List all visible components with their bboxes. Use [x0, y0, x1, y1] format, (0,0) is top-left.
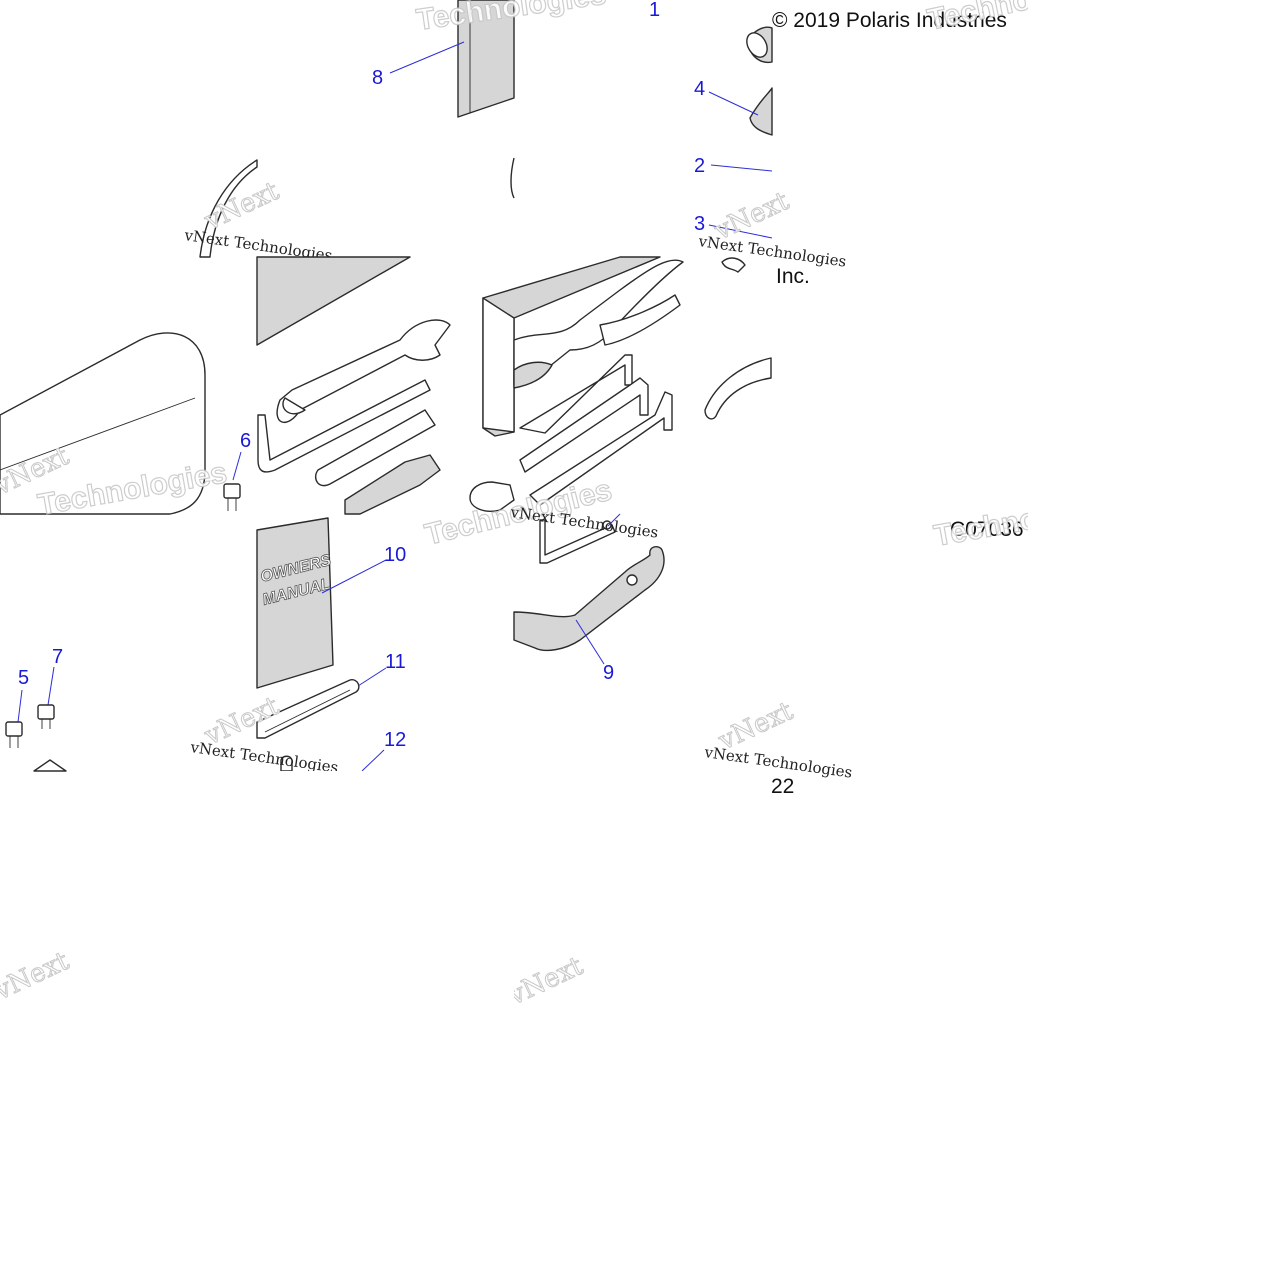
part-9-spanner [513, 546, 665, 652]
part-hex-wrench-l [257, 379, 431, 473]
callout-4: 4 [694, 78, 705, 100]
part-spark-plug-socket [314, 409, 441, 515]
callout-5: 5 [18, 667, 29, 689]
part-5-fuse [5, 721, 23, 748]
tile-mid-right: Inc. [704, 257, 810, 420]
page-fragment: 22 [771, 775, 794, 798]
part-3-spanner-hook [704, 357, 772, 420]
callout-9: 9 [603, 662, 614, 684]
figure-code: C07036 [950, 518, 1024, 541]
callout-11: 11 [385, 651, 406, 673]
callout-6: 6 [240, 430, 251, 452]
tile-center-right: Technologies [421, 256, 684, 552]
tile-mid-left: 6 vNext Technologies [0, 332, 251, 522]
part-10-owners-manual: OWNERS MANUAL [256, 517, 334, 689]
part-open-end-wrench [276, 319, 451, 423]
watermark-brand: vNext [199, 176, 284, 237]
tile-top-right: 1 4 2 3 vNext Technologies vNext [510, 0, 848, 271]
callout-2: 2 [694, 155, 705, 177]
tile-center [256, 256, 451, 515]
watermark-brand: vNext [0, 946, 74, 1007]
tile-top-middle: 8 Technologies [372, 0, 609, 118]
part-l-wrench [539, 519, 616, 564]
part-hex-keys-set [519, 354, 673, 506]
tile-lower-right: 9 vNext Technologies vNext vNext Technol… [508, 503, 853, 782]
watermark-brand: vNext [709, 186, 794, 247]
part-8-tool-bag [457, 0, 515, 118]
callout-8: 8 [372, 67, 383, 89]
callout-3: 3 [694, 213, 705, 235]
part-pliers [513, 259, 684, 389]
callout-12: 12 [384, 729, 406, 751]
watermark-brand: vNext [713, 696, 798, 757]
copyright-text: © 2019 Polaris Industries [772, 9, 1007, 32]
watermark-brand: vNext [503, 951, 588, 1012]
callout-10: 10 [384, 544, 406, 566]
callout-7: 7 [52, 646, 63, 668]
part-socket-adapter [469, 481, 515, 512]
callout-1: 1 [649, 0, 660, 21]
tile-lower-center: OWNERS MANUAL 10 11 12 [256, 517, 406, 772]
part-1-socket [746, 26, 773, 64]
part-tool-bag-pouch [0, 332, 206, 515]
copyright-inc: Inc. [776, 265, 810, 288]
part-4-hex-key [749, 87, 773, 136]
part-6-fuse [223, 483, 241, 511]
part-7-fuse [37, 704, 55, 729]
watermark-brand: vNext [199, 691, 284, 752]
tile-top-left: vNext Technologies vNext [182, 159, 334, 265]
